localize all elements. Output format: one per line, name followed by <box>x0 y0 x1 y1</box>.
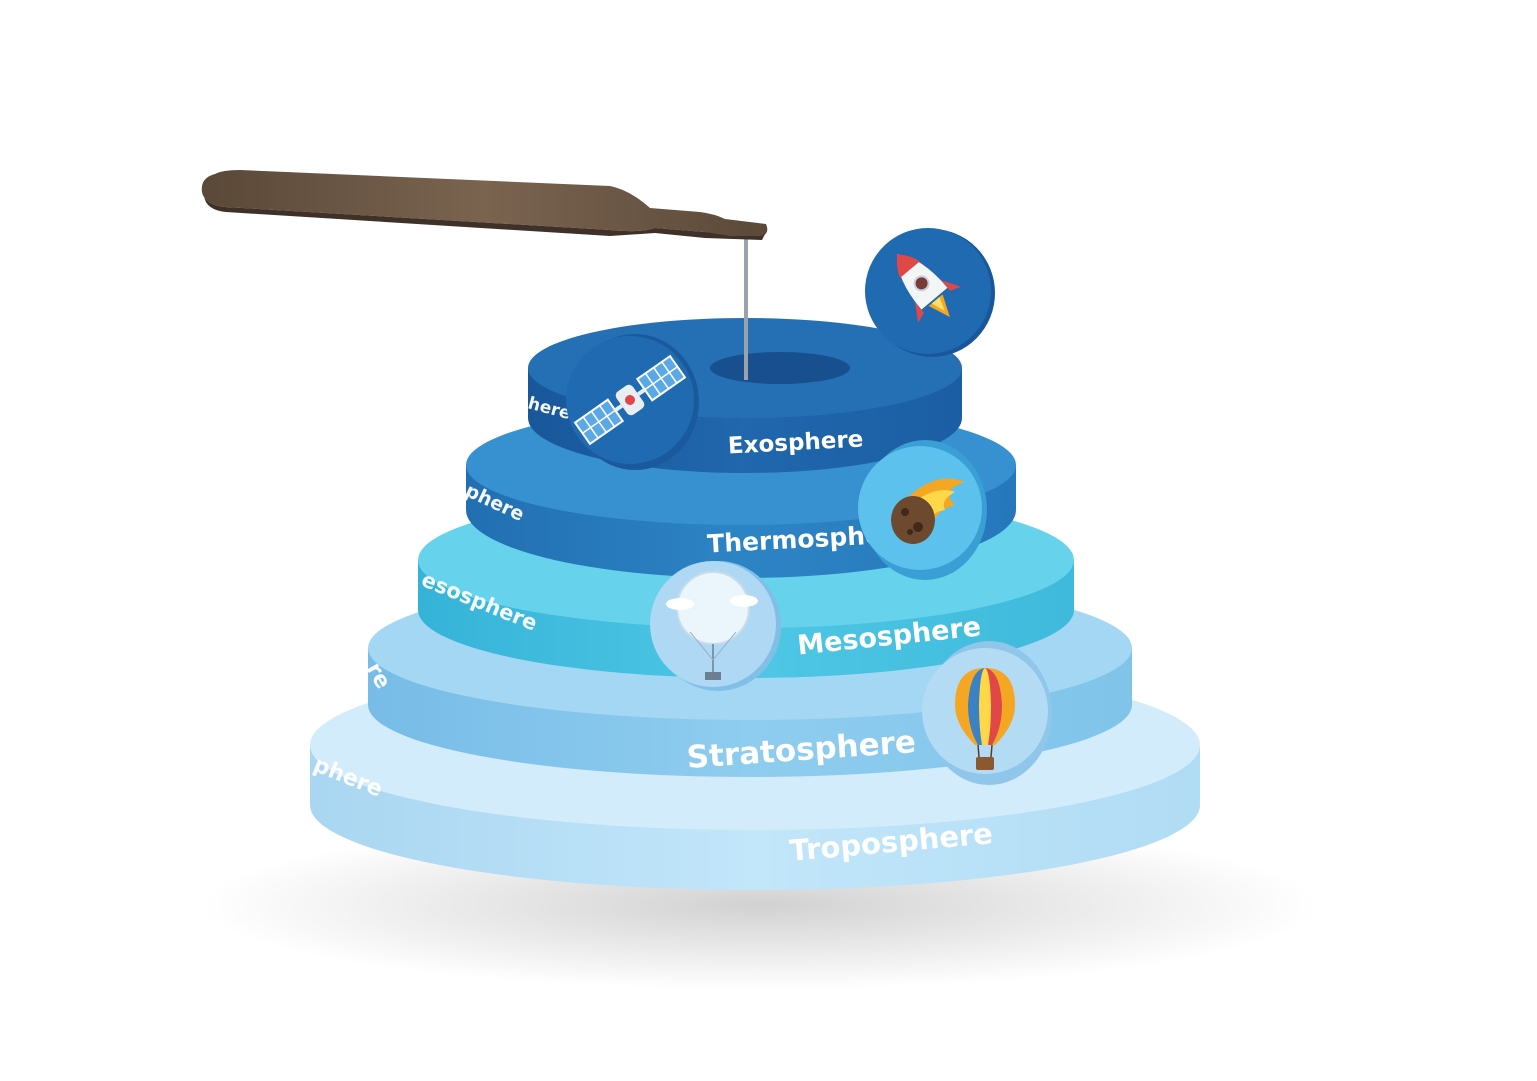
satellite-icon <box>566 334 699 470</box>
weather-balloon-icon <box>650 561 781 691</box>
meteor-icon <box>858 440 987 580</box>
paddle-shape <box>201 170 768 236</box>
hot-air-balloon-icon <box>922 641 1052 785</box>
exosphere-hole <box>710 352 850 384</box>
wooden-arm <box>201 170 768 380</box>
rocket-icon <box>865 228 995 357</box>
